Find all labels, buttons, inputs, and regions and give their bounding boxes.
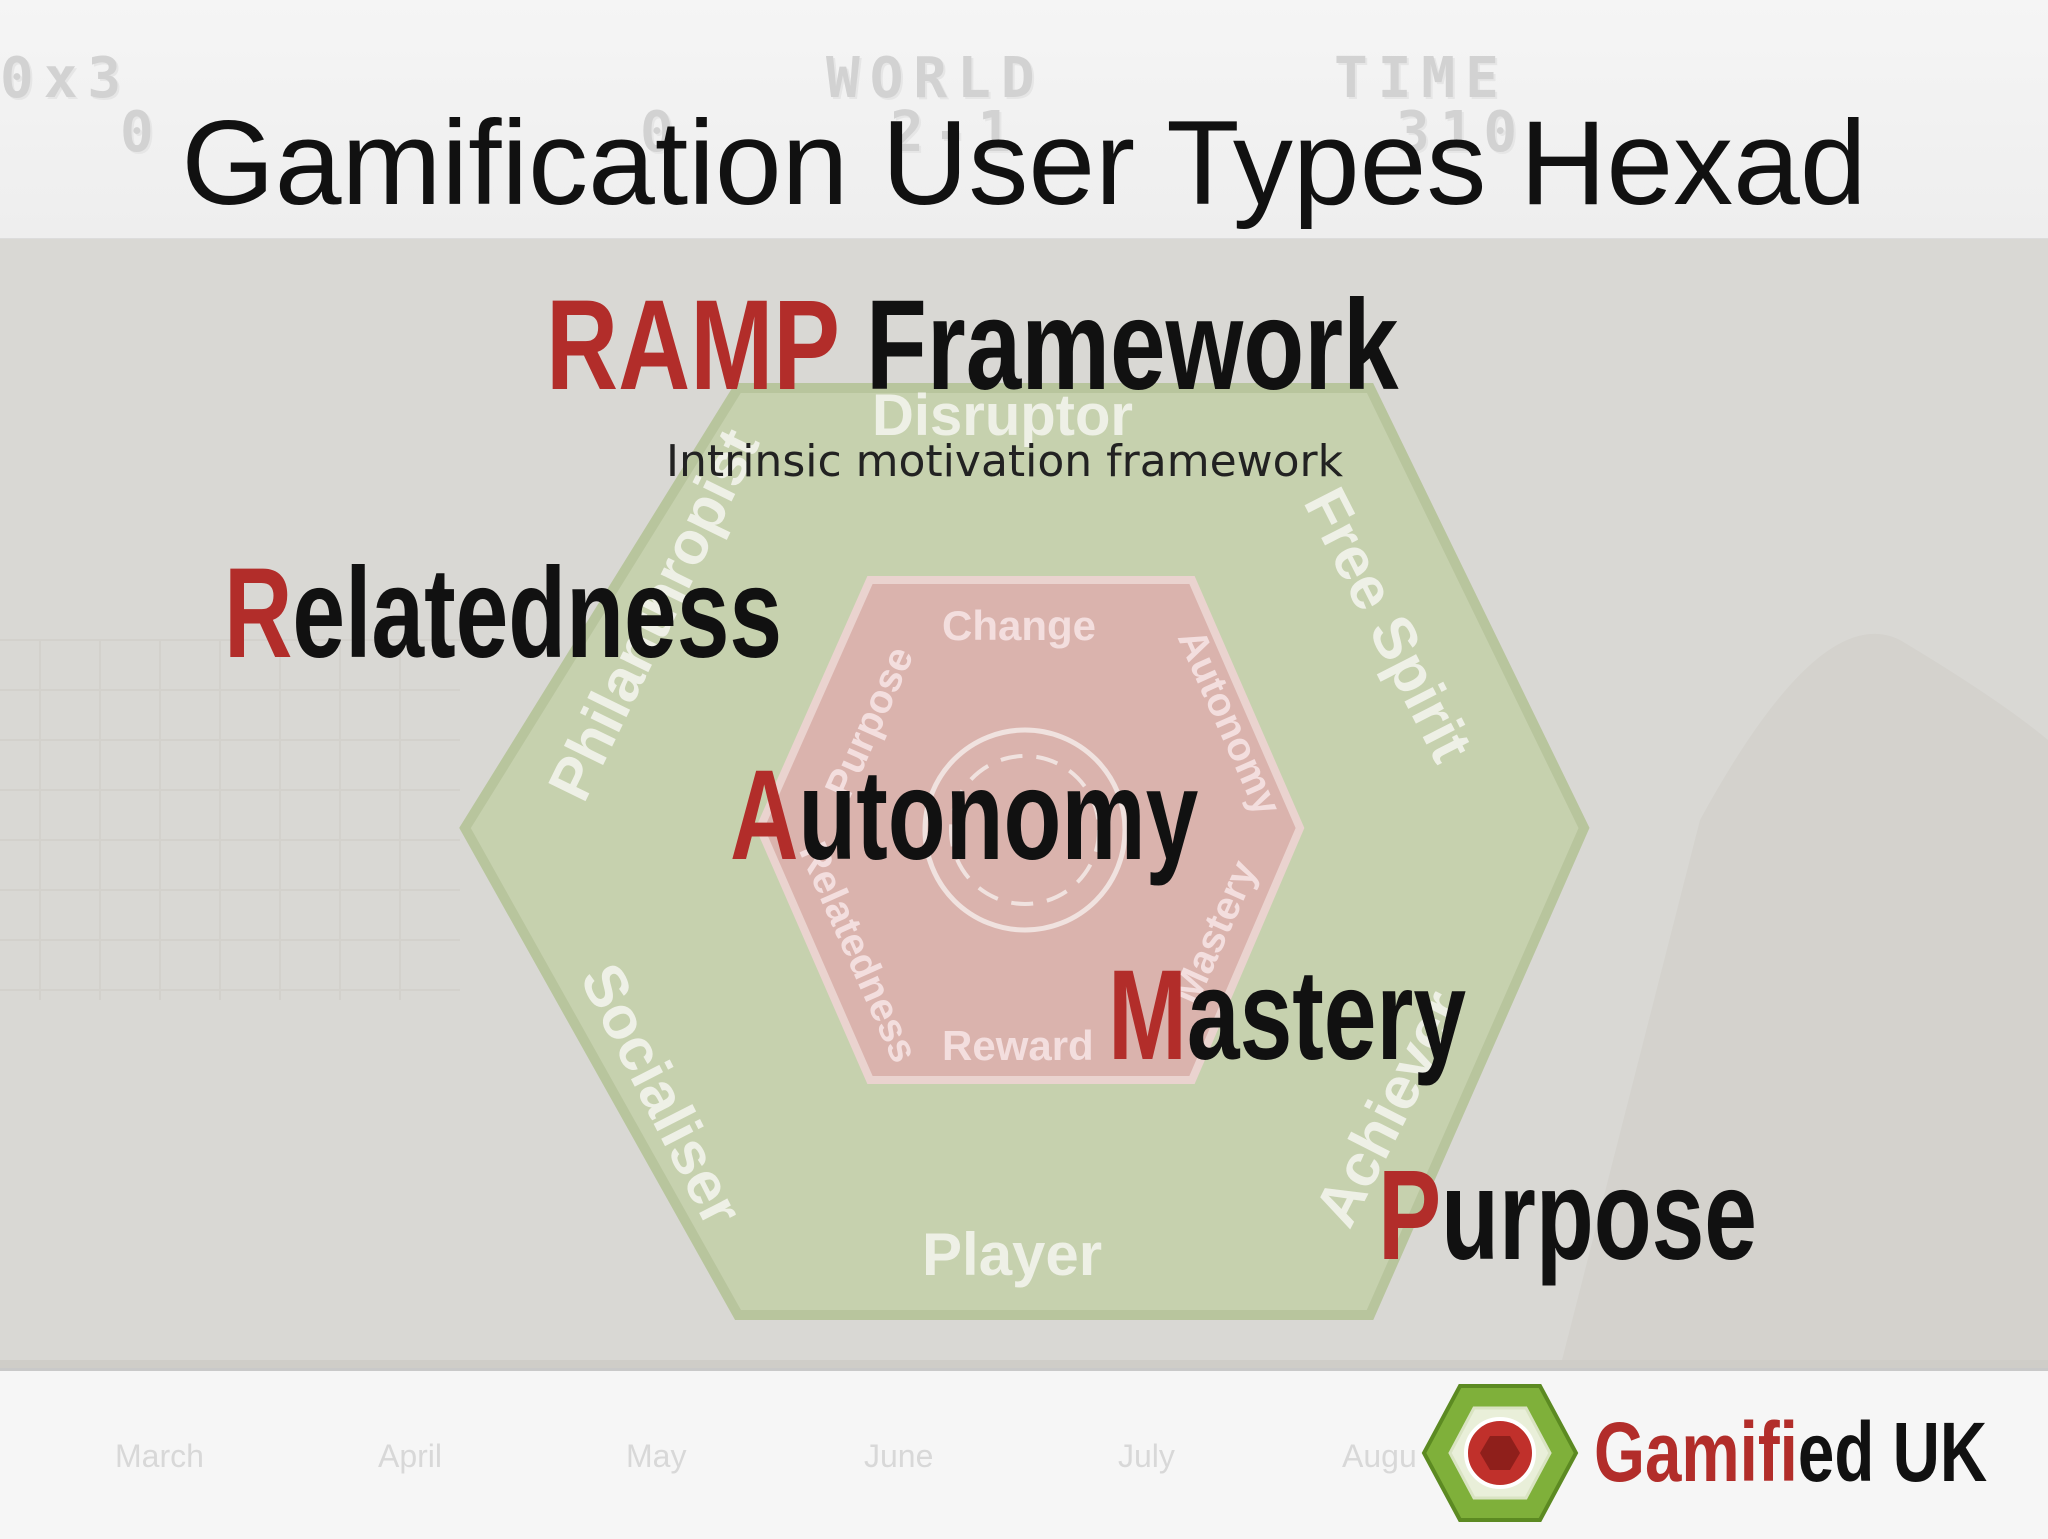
logo-text-part: d UK — [1834, 1405, 1988, 1499]
month-label: June — [864, 1438, 934, 1474]
month-label: March — [115, 1438, 204, 1474]
bottom-strip — [0, 1368, 2048, 1539]
month-label: July — [1118, 1438, 1175, 1474]
slide-title: Gamification User Types Hexad — [181, 96, 1867, 230]
hud-lives: 0x3 — [0, 46, 132, 111]
ramp-term-initial: M — [1108, 944, 1187, 1087]
centre-dashed-circle — [949, 754, 1101, 906]
hud-world-value: 2-1 — [890, 100, 1022, 165]
ramp-subtitle: Intrinsic motivation framework — [666, 436, 1344, 487]
ramp-term-mastery: Mastery — [1108, 952, 1466, 1080]
ramp-heading: RAMP Framework — [546, 282, 1399, 410]
ramp-heading-word: Framework — [865, 274, 1399, 417]
month-label: Augu — [1342, 1438, 1417, 1474]
ramp-term-rest: astery — [1186, 944, 1467, 1087]
ramp-term-purpose: Purpose — [1378, 1152, 1757, 1280]
hud-world-label: WORLD — [826, 46, 1045, 111]
inner-label-change: Change — [942, 602, 1097, 649]
gamified-uk-logo-text: Gamified UK — [1594, 1404, 1987, 1501]
ramp-term-rest: utonomy — [798, 744, 1199, 887]
ramp-term-initial: R — [224, 542, 293, 685]
centre-circle — [922, 727, 1128, 933]
hud-time-label: TIME — [1334, 46, 1509, 111]
ramp-term-initial: P — [1378, 1144, 1442, 1287]
month-label: May — [626, 1438, 687, 1474]
hud-coins: 0 — [640, 100, 684, 165]
ramp-heading-acronym: RAMP — [546, 274, 839, 417]
month-label: April — [378, 1438, 443, 1474]
hexad-label-disruptor: Disruptor — [872, 383, 1133, 448]
ramp-term-initial: A — [730, 744, 799, 887]
hud-time-value: 310 — [1396, 100, 1528, 165]
logo-text-part: Gamifi — [1594, 1405, 1798, 1499]
inner-label-reward: Reward — [942, 1022, 1094, 1069]
title-band — [0, 0, 2048, 239]
ramp-term-rest: urpose — [1441, 1144, 1757, 1287]
inner-hexagon — [755, 576, 1305, 1084]
ramp-term-rest: elatedness — [292, 542, 783, 685]
gamified-uk-logo-icon — [1421, 1384, 1579, 1522]
hud-score: 0 — [120, 100, 164, 165]
ramp-term-autonomy: Autonomy — [730, 752, 1198, 880]
ramp-term-relatedness: Relatedness — [224, 550, 782, 678]
hexad-label-player: Player — [922, 1221, 1103, 1288]
logo-text-part: e — [1797, 1405, 1835, 1499]
